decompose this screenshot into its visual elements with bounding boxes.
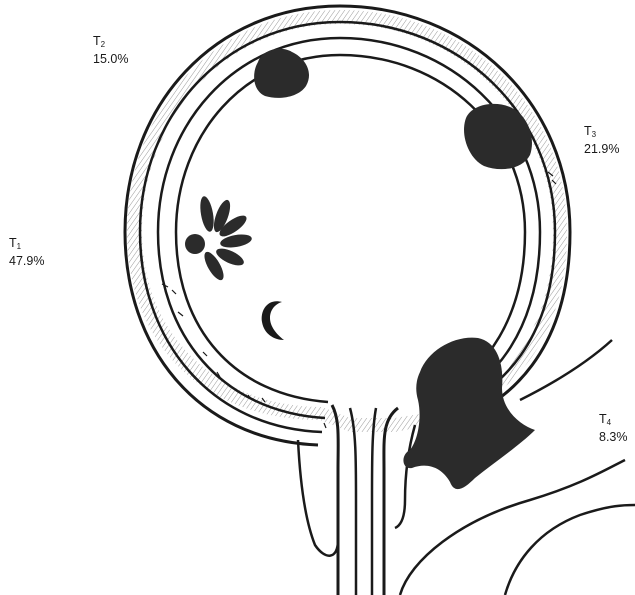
- stage-label-t2: T2 15.0%: [93, 34, 128, 67]
- right-pelvic-contour: [505, 505, 635, 595]
- stage-percent-t3: 21.9%: [584, 142, 619, 156]
- stage-label-t3: T3 21.9%: [584, 124, 619, 157]
- stage-percent-t1: 47.9%: [9, 254, 44, 268]
- urethra-lumen-left: [350, 408, 356, 595]
- ureteric-orifice: [262, 301, 284, 340]
- urethra-left-wall: [332, 405, 338, 595]
- stage-label-t1: T1 47.9%: [9, 236, 44, 269]
- tumor-t2: [254, 49, 309, 98]
- urethra-right-wall: [384, 408, 398, 595]
- stage-code-t2: T2: [93, 34, 128, 52]
- stage-label-t4: T4 8.3%: [599, 412, 628, 445]
- stage-percent-t2: 15.0%: [93, 52, 128, 66]
- stage-code-t3: T3: [584, 124, 619, 142]
- right-adjacent-organ-inner: [395, 425, 415, 528]
- stage-percent-t4: 8.3%: [599, 430, 628, 444]
- urethra-lumen-right: [372, 408, 376, 595]
- left-adjacent-organ: [298, 440, 338, 556]
- stage-code-t4: T4: [599, 412, 628, 430]
- tumor-t1: [185, 195, 253, 283]
- stage-code-t1: T1: [9, 236, 44, 254]
